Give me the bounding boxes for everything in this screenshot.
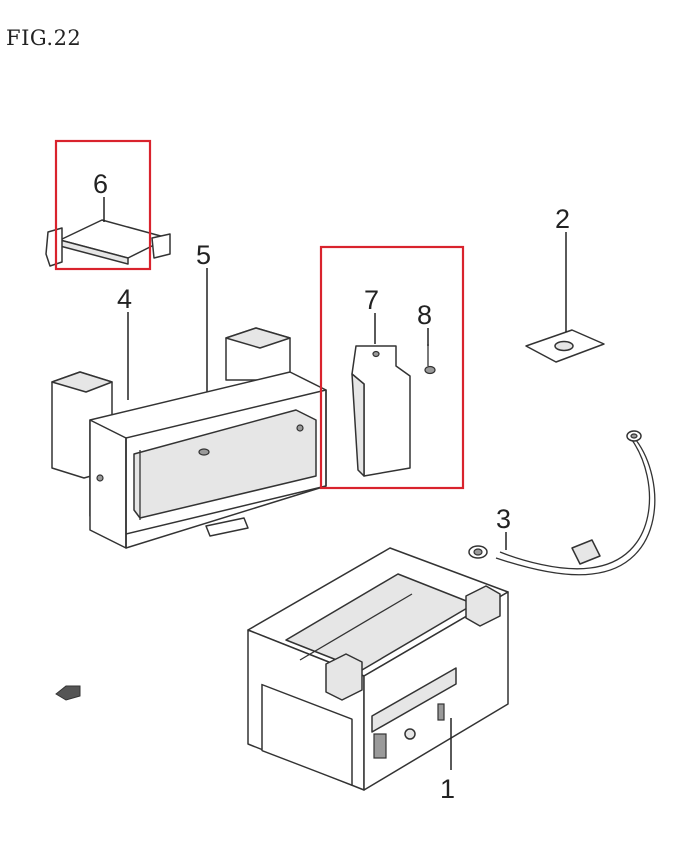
side-bracket-part[interactable] [351,345,411,477]
battery-box-part[interactable] [51,327,327,549]
screw-part[interactable] [424,344,436,375]
callout-4: 4 [117,284,132,314]
cable-part[interactable] [468,430,656,576]
battery-part[interactable] [247,547,509,791]
highlight-box-top-bracket [54,139,152,271]
rubber-pad-part[interactable] [525,329,605,363]
callout-1: 1 [440,774,455,804]
callout-3: 3 [496,504,511,534]
callout-7: 7 [364,285,379,315]
callout-5: 5 [196,240,211,270]
figure-title: FIG.22 [6,26,82,50]
front-direction-arrow-icon [55,685,81,701]
top-bracket-part[interactable] [45,219,171,267]
callout-2: 2 [555,204,570,234]
highlight-box-side-bracket [319,245,465,490]
callout-8: 8 [417,300,432,330]
callout-6: 6 [93,169,108,199]
